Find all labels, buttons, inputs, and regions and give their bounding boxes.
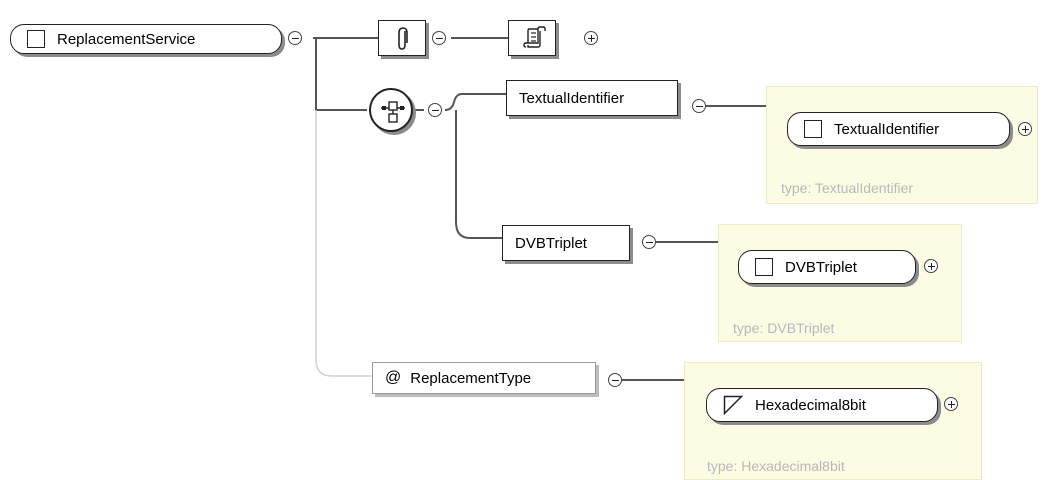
type-element-textualidentifier[interactable]: TextualIdentifier <box>787 112 1010 146</box>
element-textualidentifier[interactable]: TextualIdentifier <box>506 80 678 116</box>
collapse-toggle-annotation[interactable] <box>432 31 446 45</box>
collapse-toggle-root[interactable] <box>288 31 302 45</box>
type-caption-hexadecimal8bit: type: Hexadecimal8bit <box>707 458 845 474</box>
element-checkbox-icon <box>27 30 45 48</box>
expand-toggle-documentation[interactable] <box>584 31 598 45</box>
element-label: DVBTriplet <box>515 234 587 252</box>
sequence-compositor[interactable] <box>369 88 413 132</box>
documentation-box[interactable] <box>508 20 556 56</box>
type-label: DVBTriplet <box>785 258 857 276</box>
collapse-toggle-replacementtype[interactable] <box>608 373 622 387</box>
annotation-box[interactable] <box>378 20 426 56</box>
expand-toggle-textualidentifier-type[interactable] <box>1018 122 1032 136</box>
type-label: Hexadecimal8bit <box>755 396 866 414</box>
paperclip-icon <box>398 27 408 50</box>
element-checkbox-icon <box>804 120 822 138</box>
root-element-replacementservice[interactable]: ReplacementService <box>10 24 282 54</box>
element-dvbtriplet[interactable]: DVBTriplet <box>502 225 630 261</box>
type-element-dvbtriplet[interactable]: DVBTriplet <box>738 250 916 284</box>
simple-type-triangle-icon <box>723 395 743 415</box>
type-caption-textualidentifier: type: TextualIdentifier <box>781 180 914 196</box>
expand-toggle-hexadecimal8bit-type[interactable] <box>944 397 958 411</box>
expand-toggle-dvbtriplet-type[interactable] <box>924 259 938 273</box>
collapse-toggle-textualidentifier[interactable] <box>692 99 706 113</box>
attribute-label: ReplacementType <box>410 369 532 387</box>
attribute-replacementtype[interactable]: @ ReplacementType <box>372 362 596 394</box>
element-label: TextualIdentifier <box>519 89 625 107</box>
element-checkbox-icon <box>755 258 773 276</box>
type-caption-dvbtriplet: type: DVBTriplet <box>733 320 835 336</box>
collapse-toggle-sequence[interactable] <box>428 103 442 117</box>
element-label: ReplacementService <box>57 30 196 48</box>
sequence-compositor-icon <box>381 101 405 123</box>
type-element-hexadecimal8bit[interactable]: Hexadecimal8bit <box>706 388 938 422</box>
type-label: TextualIdentifier <box>834 120 940 138</box>
collapse-toggle-dvbtriplet[interactable] <box>642 235 656 249</box>
attribute-at-symbol: @ <box>385 369 402 386</box>
scroll-icon <box>523 26 546 48</box>
